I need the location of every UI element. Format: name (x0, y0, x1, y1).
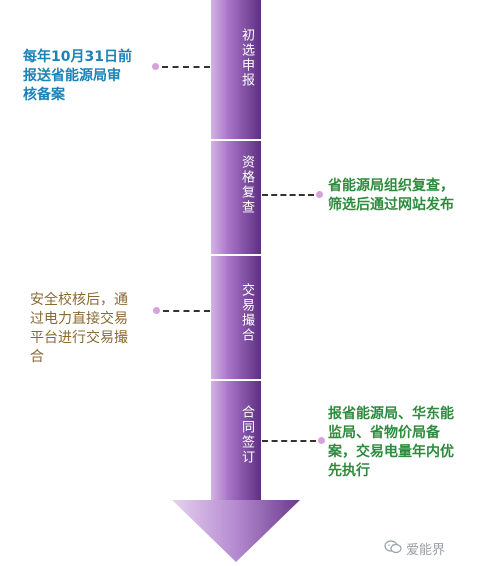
note-contract-signing: 报省能源局、华东能 监局、省物价局备 案，交易电量年内优 先执行 (328, 405, 454, 481)
connector-dot (318, 437, 325, 444)
connector-line (262, 440, 316, 442)
note-line: 平台进行交易撮 (30, 330, 128, 346)
wechat-icon (384, 540, 402, 554)
note-line: 合 (30, 349, 44, 365)
stage-label-initial-application: 初选申报 (239, 28, 254, 88)
watermark-text: 爱能界 (406, 543, 446, 558)
note-qualification-review: 省能源局组织复查， 筛选后通过网站发布 (328, 177, 454, 215)
note-line: 安全校核后，通 (30, 292, 128, 308)
stage-label-trade-matching: 交易撮合 (239, 283, 254, 343)
note-line: 先执行 (328, 463, 370, 479)
connector-dot (153, 307, 160, 314)
connector-line (163, 310, 210, 312)
stage-label-qualification-review: 资格复查 (239, 155, 254, 215)
note-line: 核备案 (23, 87, 65, 103)
note-line: 报省能源局、华东能 (328, 406, 454, 422)
note-line: 筛选后通过网站发布 (328, 197, 454, 213)
note-line: 监局、省物价局备 (328, 425, 440, 441)
note-line: 过电力直接交易 (30, 311, 128, 327)
note-trade-matching: 安全校核后，通 过电力直接交易 平台进行交易撮 合 (30, 291, 128, 367)
arrow-shaft (211, 0, 261, 500)
connector-dot (316, 191, 323, 198)
note-line: 每年10月31日前 (23, 49, 132, 65)
arrow-head (172, 500, 300, 562)
connector-line (262, 194, 314, 196)
note-initial-application: 每年10月31日前 报送省能源局审 核备案 (23, 48, 132, 105)
note-line: 报送省能源局审 (23, 68, 121, 84)
stage-label-contract-signing: 合同签订 (239, 405, 254, 465)
note-line: 案，交易电量年内优 (328, 444, 454, 460)
connector-line (162, 66, 210, 68)
note-line: 省能源局组织复查， (328, 178, 454, 194)
connector-dot (152, 63, 159, 70)
